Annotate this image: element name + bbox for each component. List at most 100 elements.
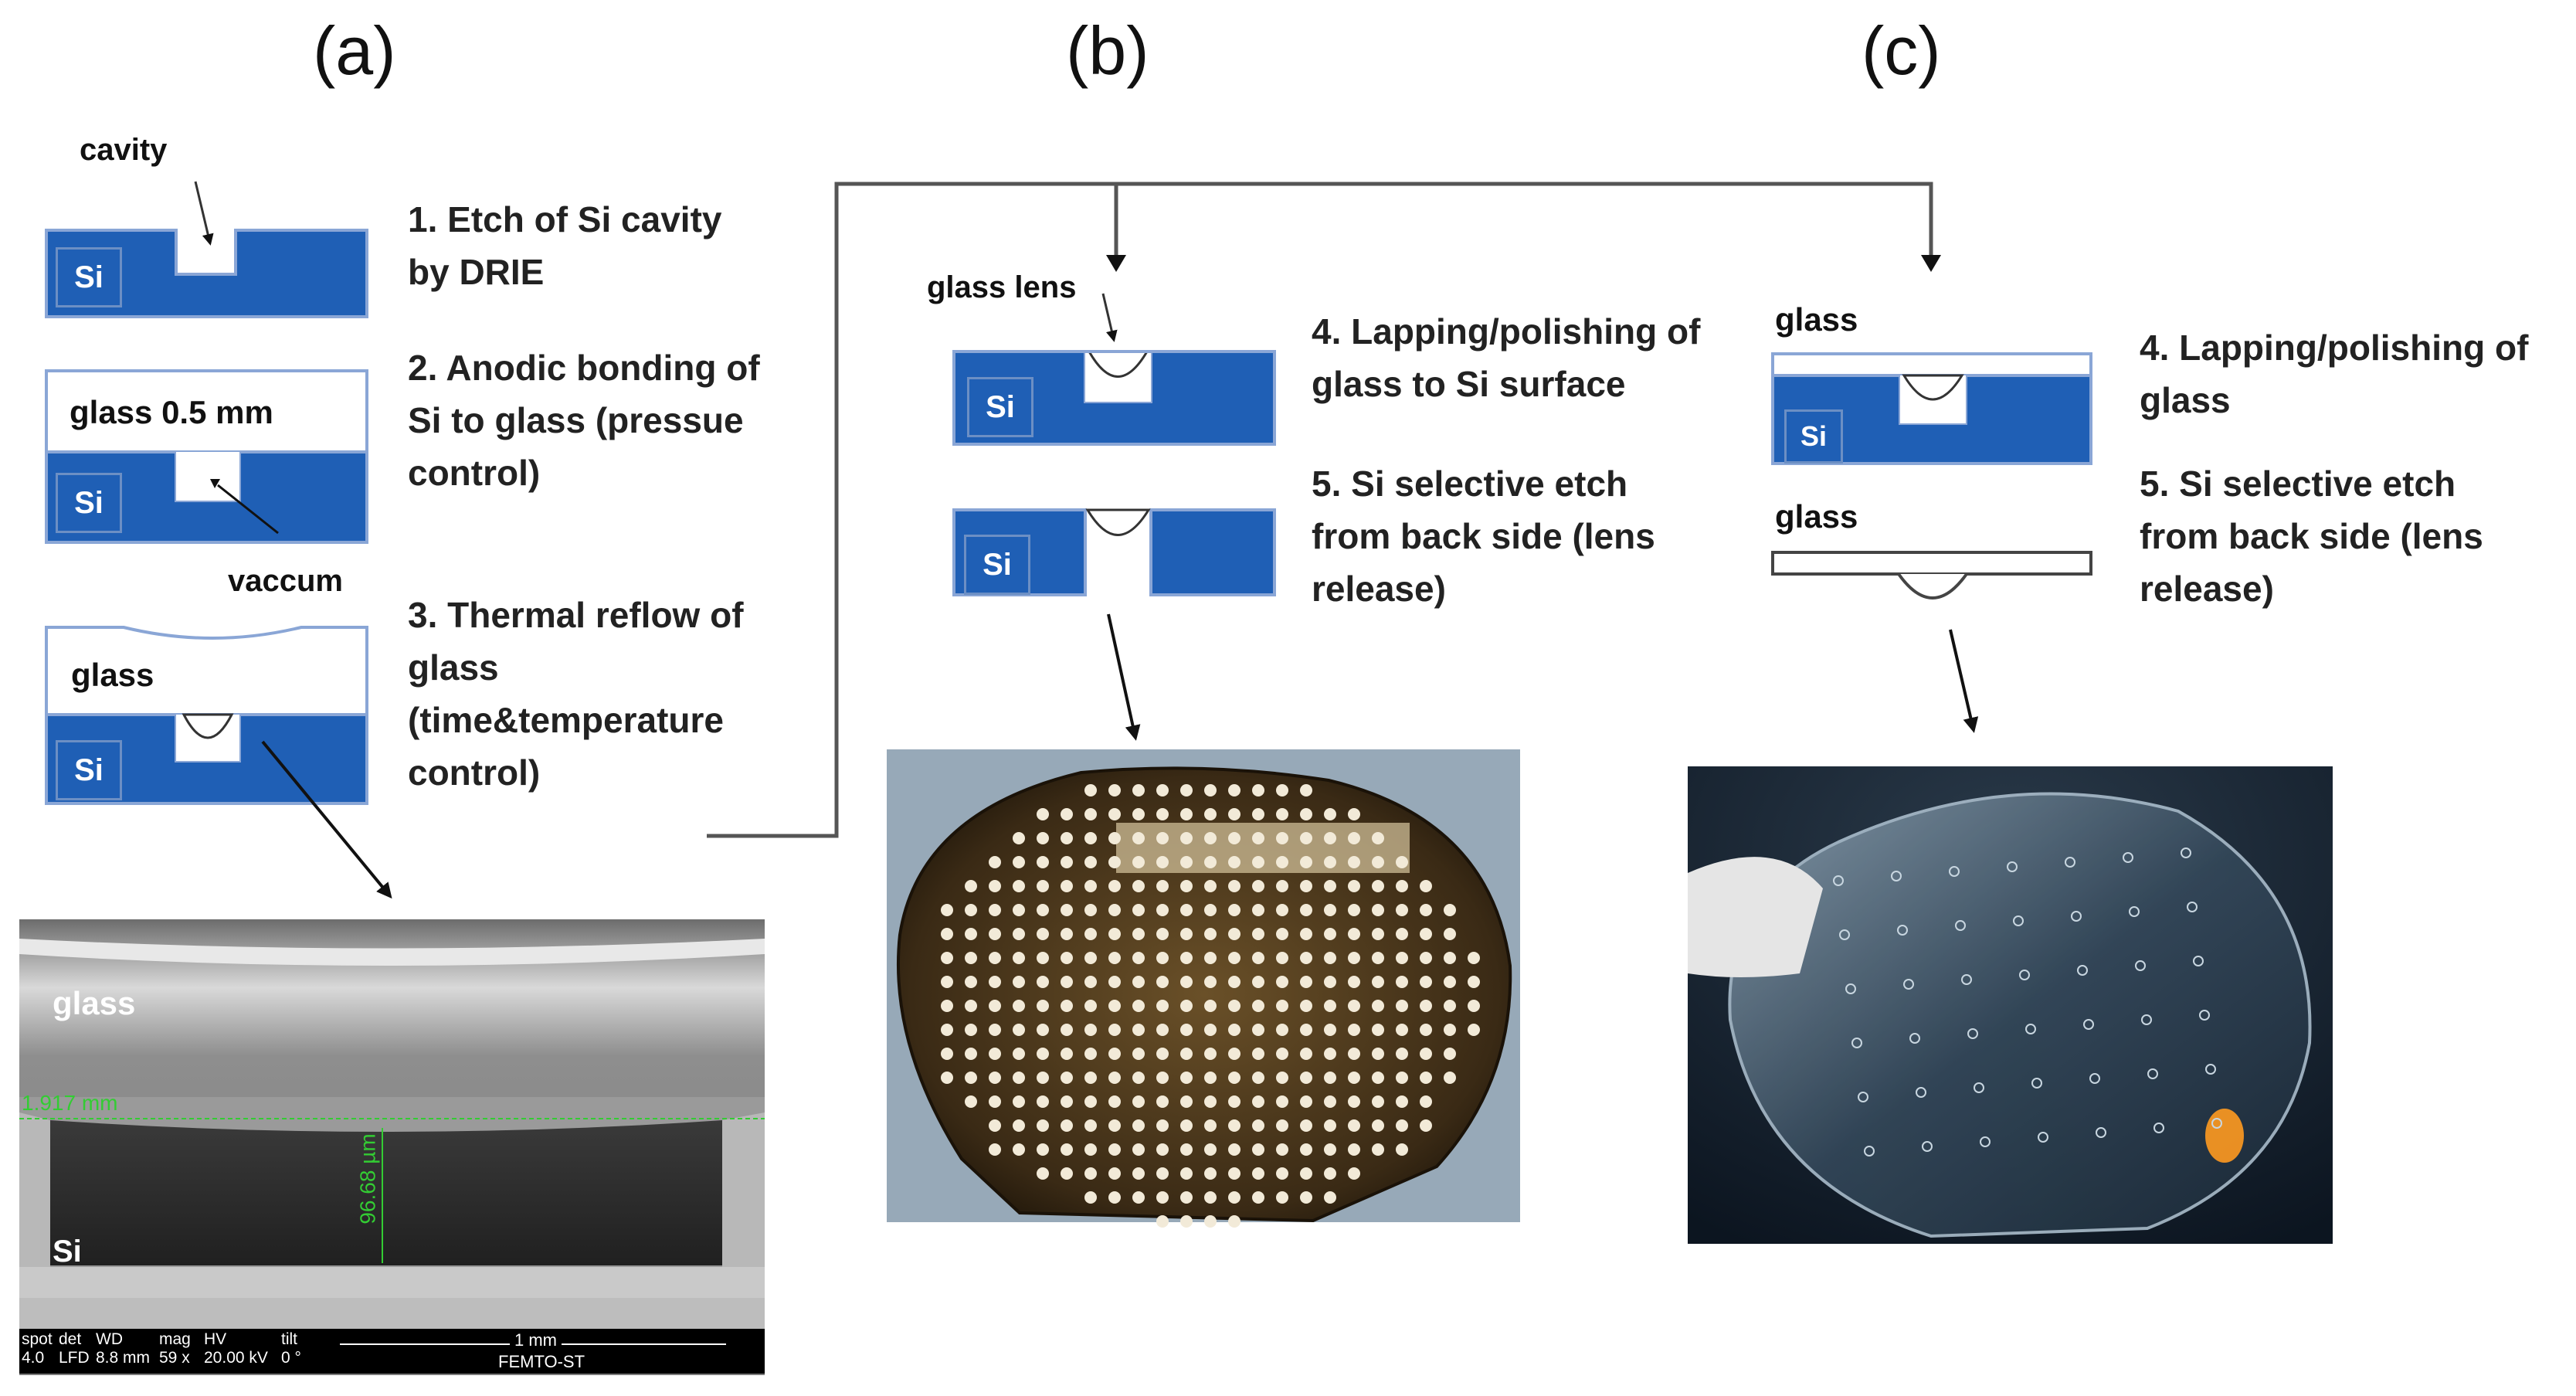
- lens-dot: [1396, 880, 1408, 892]
- lens-dot: [1396, 1072, 1408, 1084]
- lens-dot: [1396, 928, 1408, 940]
- lens-dot: [1084, 784, 1097, 797]
- lens-dot: [1180, 880, 1193, 892]
- lens-dot: [1180, 1119, 1193, 1132]
- lens-dot: [1276, 1048, 1288, 1060]
- lens-dot: [1372, 880, 1384, 892]
- lens-dot: [1372, 1072, 1384, 1084]
- lens-dot: [1061, 1048, 1073, 1060]
- glass-lens-dot: [1967, 1028, 1978, 1039]
- lens-dot: [1084, 904, 1097, 916]
- lens-dot: [1132, 784, 1145, 797]
- lens-dot: [1108, 1095, 1121, 1108]
- lens-dot: [1061, 832, 1073, 844]
- lens-dot: [1420, 952, 1432, 964]
- lens-dot: [1204, 976, 1217, 988]
- lens-dot: [1204, 856, 1217, 868]
- lens-dot: [1228, 784, 1240, 797]
- lens-dot: [1204, 832, 1217, 844]
- lens-dot: [1348, 1095, 1360, 1108]
- glass-lens-dot: [1897, 925, 1908, 936]
- lens-dot: [1204, 1048, 1217, 1060]
- lens-dot: [1013, 1143, 1025, 1156]
- lens-dot: [1396, 904, 1408, 916]
- lens-dot: [1204, 1024, 1217, 1036]
- lens-dot: [1013, 976, 1025, 988]
- lens-dot: [1348, 1143, 1360, 1156]
- glass-lens-dot: [1903, 979, 1914, 990]
- lens-dot: [1276, 784, 1288, 797]
- glass-lens-dot: [1955, 920, 1966, 931]
- sem-cross-section-image: [19, 919, 765, 1375]
- lens-dot: [1444, 952, 1456, 964]
- lens-dot: [1013, 1072, 1025, 1084]
- lens-dot: [1228, 1143, 1240, 1156]
- lens-dot: [1300, 832, 1312, 844]
- lens-dot: [1276, 1167, 1288, 1180]
- lens-dot: [1300, 880, 1312, 892]
- glass-lens-dot: [1916, 1087, 1926, 1098]
- lens-dot: [1013, 928, 1025, 940]
- lens-dot: [1013, 880, 1025, 892]
- lens-dot: [1420, 1095, 1432, 1108]
- cavity-label: cavity: [80, 133, 168, 167]
- lens-dot: [1252, 1048, 1264, 1060]
- lens-dot: [965, 1048, 977, 1060]
- lens-dot: [1444, 1024, 1456, 1036]
- lens-dot: [1156, 1048, 1169, 1060]
- lens-dot: [1108, 1119, 1121, 1132]
- lens-dot: [1013, 856, 1025, 868]
- step4b-polished-stack: [952, 293, 1276, 446]
- lens-dot: [1252, 832, 1264, 844]
- lens-dot: [1300, 1095, 1312, 1108]
- lens-dot: [1468, 1024, 1480, 1036]
- lens-dot: [1348, 976, 1360, 988]
- sem-glass-label: glass: [53, 985, 136, 1021]
- lens-dot: [1324, 1167, 1336, 1180]
- lens-dot: [1324, 952, 1336, 964]
- glass-lens-dot: [2135, 960, 2146, 971]
- glass-lens-dot: [2193, 956, 2204, 966]
- lens-dot: [1252, 952, 1264, 964]
- lens-dot: [1156, 976, 1169, 988]
- lens-dot: [1348, 880, 1360, 892]
- glass-lens-dot: [1949, 866, 1960, 877]
- glass-lens-dot: [2187, 902, 2198, 912]
- lens-dot: [1013, 952, 1025, 964]
- lens-dot: [1180, 1191, 1193, 1204]
- lens-dot: [1108, 1072, 1121, 1084]
- lens-dot: [1420, 928, 1432, 940]
- glass-lens-dot: [1961, 974, 1972, 985]
- lens-dot: [941, 1000, 953, 1012]
- lens-dot: [1396, 1000, 1408, 1012]
- sem-depth-measure: 96.68 µm: [355, 1133, 380, 1224]
- lens-dot: [1348, 856, 1360, 868]
- step3-reflow-stack: [45, 626, 392, 899]
- glass-lens-dot: [1851, 1038, 1862, 1048]
- glass-lens-dot: [2199, 1010, 2210, 1021]
- lens-dot: [1300, 952, 1312, 964]
- lens-dot: [1276, 1191, 1288, 1204]
- lens-dot: [1204, 808, 1217, 820]
- lens-dot: [1228, 1167, 1240, 1180]
- lens-dot: [1108, 1191, 1121, 1204]
- lens-dot: [989, 928, 1001, 940]
- lens-dot: [1108, 1048, 1121, 1060]
- lens-dot: [1156, 856, 1169, 868]
- lens-dot: [1300, 1024, 1312, 1036]
- lens-dot: [1324, 1048, 1336, 1060]
- glass-lens-dot: [2013, 915, 2024, 926]
- lens-dot: [1276, 856, 1288, 868]
- lens-dot: [1180, 784, 1193, 797]
- panel-a-label: (a): [313, 12, 396, 89]
- glass-thickness-label: glass 0.5 mm: [70, 394, 273, 430]
- lens-dot: [1204, 1072, 1217, 1084]
- lens-dot: [1444, 1000, 1456, 1012]
- lens-dot: [965, 928, 977, 940]
- lens-dot: [1252, 1167, 1264, 1180]
- lens-dot: [1300, 784, 1312, 797]
- wafer-photo-b: [887, 749, 1520, 1228]
- lens-dot: [1276, 904, 1288, 916]
- lens-dot: [1132, 1095, 1145, 1108]
